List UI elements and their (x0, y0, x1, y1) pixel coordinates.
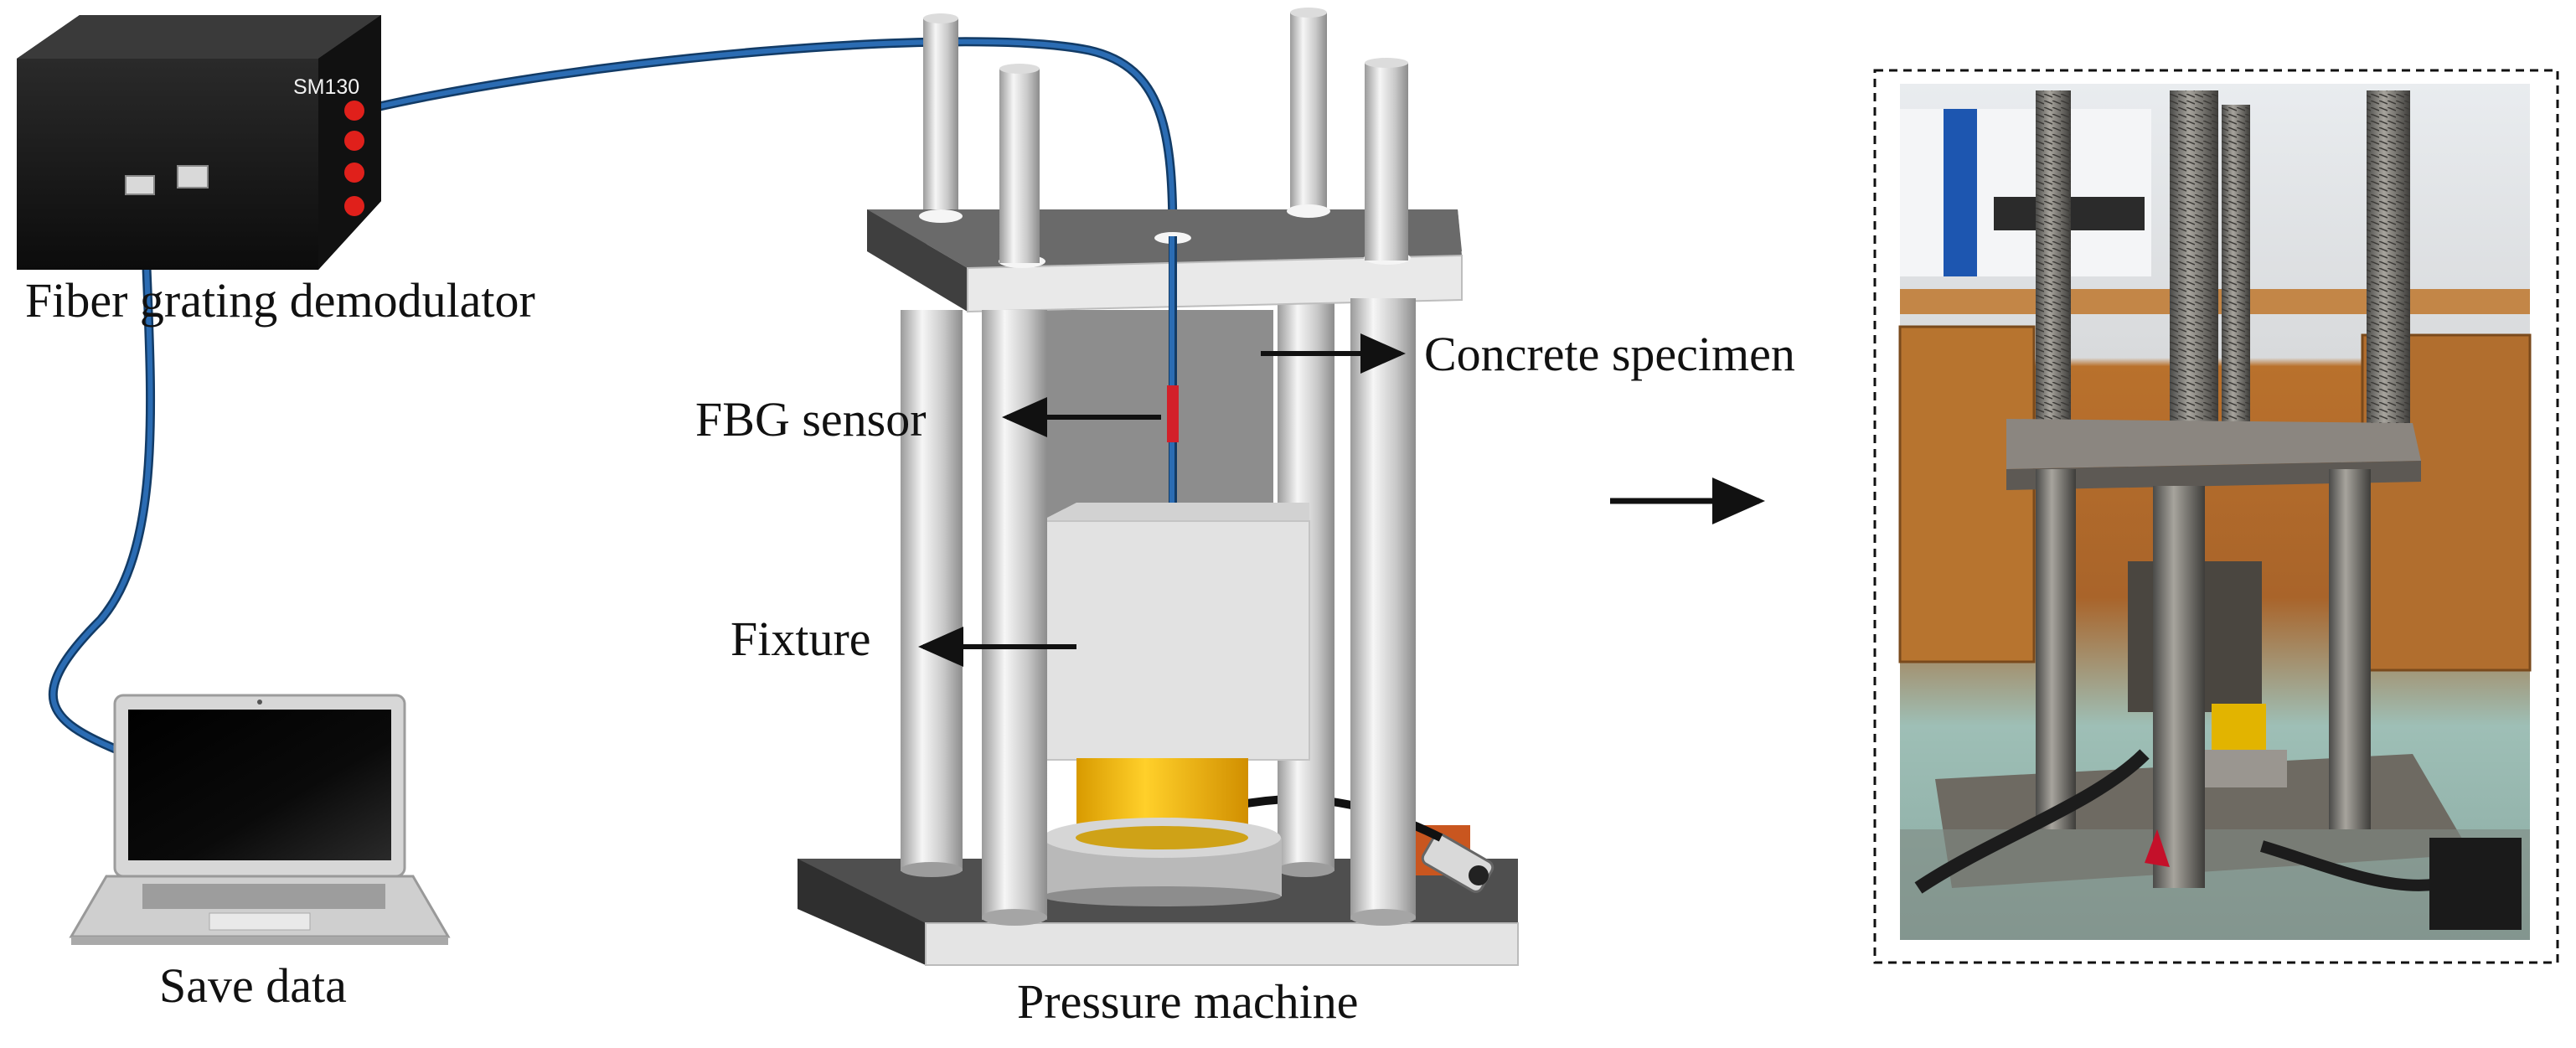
laptop-icon (69, 694, 451, 945)
fbg-sensor-label: FBG sensor (695, 392, 927, 447)
pressure-machine-label: Pressure machine (1017, 974, 1358, 1029)
demodulator-label: Fiber grating demodulator (25, 273, 535, 328)
save-data-label: Save data (159, 958, 347, 1013)
annotation-arrows (918, 333, 1765, 667)
fixture-label: Fixture (730, 612, 871, 666)
test-setup-photo (1873, 69, 2559, 964)
concrete-specimen-label: Concrete specimen (1424, 327, 1795, 381)
demodulator-box-icon: SM130 (17, 15, 381, 270)
demodulator-model-label: SM130 (293, 75, 359, 99)
led-indicators (344, 101, 364, 216)
pressure-machine (798, 8, 1519, 966)
fiber-cables (48, 37, 1178, 755)
fbg-sensor-mark (1167, 385, 1179, 442)
